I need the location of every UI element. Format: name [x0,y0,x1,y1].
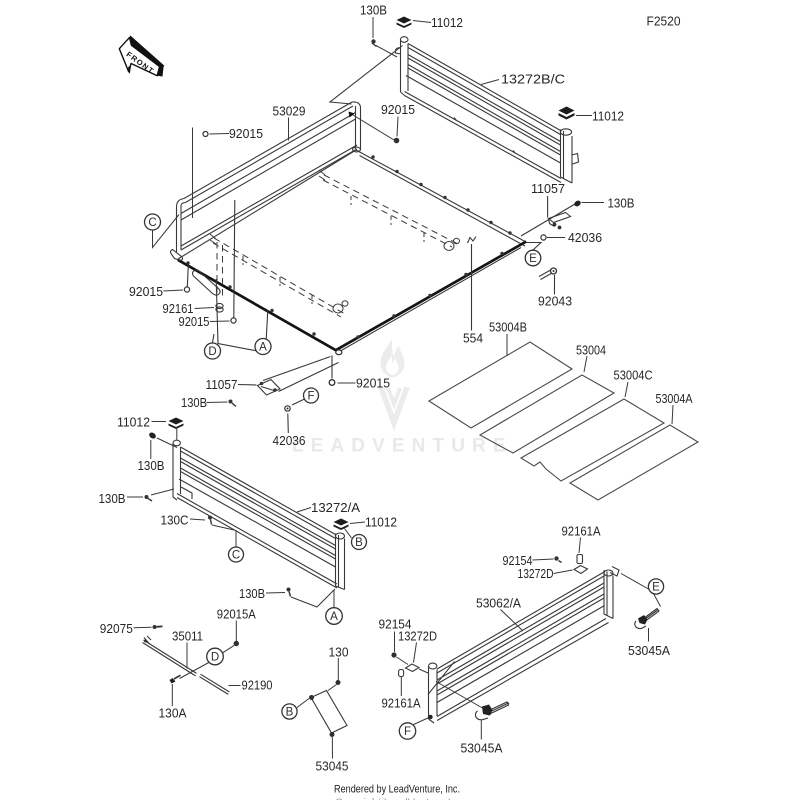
svg-text:11012: 11012 [592,109,624,124]
svg-text:92190: 92190 [242,678,273,693]
svg-text:F: F [404,726,411,738]
svg-text:42036: 42036 [568,230,602,245]
svg-text:130B: 130B [608,196,635,211]
svg-text:92015A: 92015A [217,607,256,622]
svg-text:11057: 11057 [531,181,565,196]
svg-text:13272D: 13272D [518,566,554,581]
svg-text:130B: 130B [360,3,387,18]
svg-text:130: 130 [329,645,349,660]
svg-text:13272/A: 13272/A [311,500,360,515]
svg-text:42036: 42036 [273,433,306,448]
svg-text:92161: 92161 [163,301,194,316]
svg-text:130B: 130B [239,586,265,601]
svg-text:F2520: F2520 [647,14,681,29]
svg-text:130B: 130B [138,458,165,473]
svg-text:92015: 92015 [179,314,210,329]
svg-text:53029: 53029 [273,104,306,119]
svg-text:13272D: 13272D [398,629,437,644]
svg-text:E: E [529,253,537,265]
svg-text:B: B [286,707,294,719]
svg-text:92161A: 92161A [562,524,601,539]
svg-text:B: B [355,537,363,549]
svg-text:35011: 35011 [172,629,203,644]
svg-text:92043: 92043 [538,294,572,309]
svg-text:53045: 53045 [316,759,349,774]
svg-text:C: C [148,217,156,229]
svg-text:92015: 92015 [381,102,415,117]
svg-text:53004: 53004 [576,343,606,358]
svg-text:92075: 92075 [100,621,133,636]
svg-text:D: D [211,652,219,664]
svg-text:D: D [208,346,216,358]
svg-text:53004B: 53004B [489,320,527,335]
svg-text:E: E [652,582,660,594]
svg-text:A: A [259,342,267,354]
svg-text:92161A: 92161A [382,696,421,711]
svg-text:F: F [307,391,314,403]
svg-text:13272B/C: 13272B/C [501,72,566,87]
svg-text:130A: 130A [159,706,187,721]
svg-text:C: C [232,550,240,562]
svg-text:92015: 92015 [129,284,163,299]
svg-text:53045A: 53045A [461,741,503,756]
svg-text:53004C: 53004C [614,368,653,383]
svg-text:11012: 11012 [365,515,397,530]
svg-text:A: A [330,611,338,623]
svg-text:11057: 11057 [206,377,238,392]
svg-text:92154: 92154 [379,617,412,632]
svg-text:130B: 130B [181,395,207,410]
svg-text:LEADVENTURE: LEADVENTURE [292,436,513,457]
svg-text:92154: 92154 [503,553,533,568]
svg-text:53045A: 53045A [628,643,670,658]
svg-text:Copyright LeadVenture Inc.: Copyright LeadVenture Inc. [335,797,465,800]
svg-text:11012: 11012 [117,415,150,430]
svg-text:53004A: 53004A [656,391,693,406]
svg-text:130C: 130C [161,513,189,528]
svg-text:92015: 92015 [356,376,390,391]
svg-text:554: 554 [463,331,483,346]
svg-text:92015: 92015 [229,126,263,141]
svg-text:53062/A: 53062/A [476,596,521,611]
svg-text:Rendered by LeadVenture, Inc.: Rendered by LeadVenture, Inc. [334,784,460,796]
svg-text:130B: 130B [99,491,126,506]
svg-text:11012: 11012 [431,15,463,30]
